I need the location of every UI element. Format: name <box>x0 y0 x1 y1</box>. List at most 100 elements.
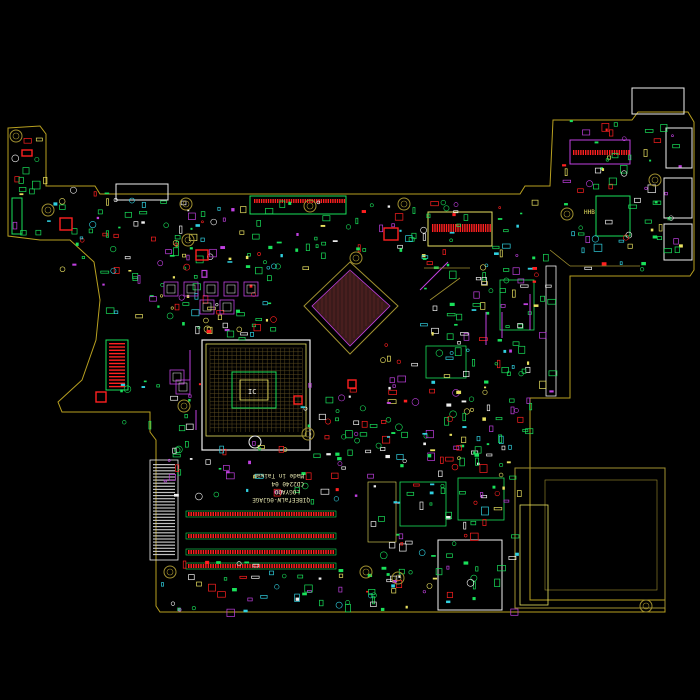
component <box>438 470 443 477</box>
component <box>498 435 504 445</box>
pad <box>276 241 282 244</box>
component <box>426 261 433 266</box>
pad <box>549 390 554 393</box>
pad <box>385 454 390 459</box>
component <box>499 288 506 293</box>
component <box>503 229 509 233</box>
component <box>479 337 488 341</box>
component <box>195 326 200 335</box>
silkscreen-text: QIBEEfaLW-0GJAGE LOGYADO CD2240 04 Made … <box>252 472 310 503</box>
component <box>667 217 672 221</box>
component <box>192 283 201 291</box>
component <box>223 464 230 471</box>
component <box>460 332 469 336</box>
component <box>135 314 143 319</box>
pad <box>128 270 132 272</box>
inductor <box>223 281 239 297</box>
pad <box>19 193 24 196</box>
inductor-core <box>202 302 212 312</box>
component <box>492 245 500 250</box>
pad <box>424 287 427 290</box>
component <box>305 243 310 252</box>
silk-line-2: LOGYADO <box>274 488 300 495</box>
pad <box>356 247 360 251</box>
via <box>282 447 288 452</box>
pad <box>422 432 428 435</box>
component <box>302 266 309 271</box>
pad <box>516 224 519 228</box>
pad <box>295 597 300 601</box>
component <box>297 574 304 579</box>
component <box>132 273 139 279</box>
pad <box>605 128 608 132</box>
component <box>265 208 274 215</box>
component <box>486 404 491 412</box>
component-field <box>11 120 683 617</box>
pad <box>431 555 436 557</box>
via <box>263 260 267 265</box>
pad <box>326 453 331 456</box>
component <box>482 272 486 281</box>
component <box>429 388 435 394</box>
via <box>422 590 426 594</box>
mounting-hole-inner <box>12 132 20 140</box>
component <box>481 506 489 516</box>
pad <box>75 242 79 246</box>
via <box>333 496 339 502</box>
component <box>106 198 109 206</box>
via <box>354 431 359 437</box>
pad <box>141 221 145 224</box>
component <box>141 201 146 208</box>
pad <box>195 224 200 227</box>
via <box>167 458 171 462</box>
component <box>663 248 672 254</box>
pad <box>600 167 604 171</box>
component <box>163 479 167 483</box>
via <box>316 200 321 205</box>
inductor-core <box>246 284 256 294</box>
pad <box>141 386 146 388</box>
via <box>274 584 280 590</box>
mounting-hole-inner <box>651 176 659 184</box>
via <box>466 579 475 587</box>
component <box>503 268 510 272</box>
via <box>375 442 382 449</box>
via <box>335 409 340 413</box>
component <box>562 179 571 183</box>
component <box>362 248 367 252</box>
via <box>236 326 243 333</box>
pad <box>472 597 476 601</box>
component <box>508 556 517 560</box>
via <box>59 266 66 273</box>
via <box>301 482 309 490</box>
component <box>608 183 613 190</box>
component <box>446 565 450 570</box>
pad <box>569 120 573 123</box>
component <box>252 233 260 240</box>
pad <box>172 276 176 279</box>
component <box>426 213 431 219</box>
via <box>420 226 427 234</box>
component <box>226 330 235 338</box>
component <box>473 291 480 299</box>
via <box>79 237 85 243</box>
pad <box>295 248 299 252</box>
via <box>503 277 510 284</box>
pad <box>471 309 477 311</box>
component <box>370 601 377 607</box>
component <box>517 416 524 423</box>
pad <box>400 464 404 468</box>
component <box>226 608 235 617</box>
inductor-core <box>178 382 188 392</box>
component <box>35 137 43 142</box>
component <box>400 542 404 546</box>
component <box>217 591 226 598</box>
component <box>217 314 222 320</box>
component <box>372 596 376 605</box>
component <box>313 453 321 458</box>
mounting-hole-inner <box>180 402 188 410</box>
component <box>331 472 339 479</box>
component <box>200 237 205 242</box>
dimm-slot <box>185 532 337 540</box>
via <box>266 265 271 270</box>
